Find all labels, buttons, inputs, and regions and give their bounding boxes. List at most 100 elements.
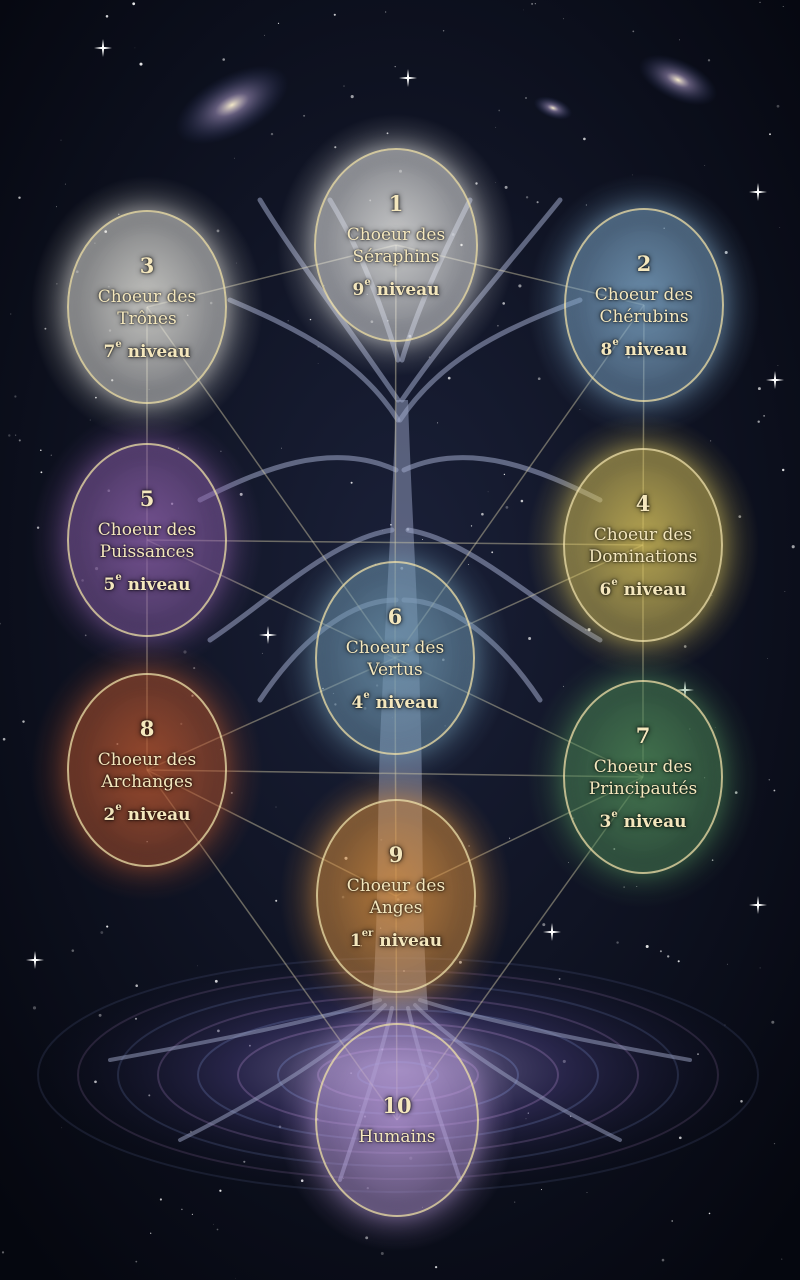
node-title-line1: Choeur des	[594, 284, 694, 305]
star	[317, 363, 319, 364]
star	[442, 30, 445, 32]
star	[447, 376, 451, 380]
star	[434, 1265, 438, 1269]
star	[150, 1232, 152, 1234]
star	[0, 622, 1, 625]
star	[394, 65, 396, 68]
level-number: 4	[351, 692, 364, 713]
node-title-line1: Choeur des	[97, 286, 197, 307]
node-title-line2: Anges	[369, 897, 423, 918]
star	[518, 284, 522, 288]
star	[632, 30, 635, 33]
star	[261, 652, 263, 654]
level-word: niveau	[624, 339, 688, 360]
node-title-line1: Humains	[358, 1126, 436, 1147]
star	[2, 737, 6, 741]
bright-star	[543, 923, 561, 941]
level-word: niveau	[623, 579, 687, 600]
star	[779, 227, 781, 228]
star	[350, 481, 353, 484]
star	[534, 3, 536, 5]
star	[343, 85, 345, 87]
star	[264, 34, 265, 36]
level-ordinal: e	[363, 689, 370, 701]
star	[8, 434, 11, 437]
level-word: niveau	[127, 804, 191, 825]
level-number: 8	[600, 339, 613, 360]
level-number: 5	[103, 574, 116, 595]
level-ordinal: e	[115, 338, 122, 350]
star	[773, 789, 776, 792]
node-title-line1: Choeur des	[345, 637, 445, 658]
star	[679, 39, 681, 41]
star	[159, 1198, 162, 1201]
star	[586, 1192, 588, 1193]
star	[757, 387, 761, 391]
node-number: 7	[635, 722, 651, 748]
level-word: niveau	[623, 811, 687, 832]
bright-star	[94, 39, 112, 57]
star	[213, 1223, 214, 1225]
node-number: 2	[636, 250, 652, 276]
level-number: 1	[349, 930, 362, 951]
star	[333, 13, 336, 16]
node-title-line2: Séraphins	[352, 246, 440, 267]
star	[528, 637, 532, 640]
node-title-line2: Principautés	[588, 778, 698, 799]
node-number: 1	[388, 190, 404, 216]
star	[514, 1201, 516, 1203]
node-title-line1: Choeur des	[593, 756, 693, 777]
star	[277, 22, 280, 25]
star	[776, 104, 780, 108]
star	[773, 1143, 776, 1145]
node-number: 6	[387, 603, 403, 629]
star	[22, 720, 25, 723]
node-title-line1: Choeur des	[346, 875, 446, 896]
node-level: 9e niveau	[352, 277, 439, 300]
node-level: 7e niveau	[103, 338, 190, 362]
star	[661, 1258, 665, 1262]
star	[784, 590, 786, 592]
star	[139, 62, 143, 66]
star	[757, 420, 760, 423]
node-number: 10	[382, 1092, 412, 1118]
star	[470, 525, 473, 527]
star	[502, 302, 506, 305]
star	[303, 114, 306, 117]
star	[523, 9, 524, 11]
star	[504, 185, 508, 189]
node-title-line1: Choeur des	[593, 524, 693, 545]
node-title-line2: Chérubins	[599, 306, 689, 327]
bright-star	[259, 626, 277, 644]
star	[659, 950, 662, 953]
star	[782, 6, 784, 8]
node-title-line2: Trônes	[117, 308, 177, 329]
star	[275, 806, 277, 808]
node-number: 8	[139, 715, 155, 741]
node-title-line1: Choeur des	[97, 749, 197, 770]
galaxy-top-right	[639, 54, 717, 106]
star	[10, 313, 12, 315]
star	[540, 1189, 543, 1191]
galaxy-small	[533, 96, 573, 120]
star	[105, 15, 109, 18]
node-level: 1er niveau	[349, 928, 442, 951]
star	[132, 2, 136, 6]
node-number: 4	[635, 490, 651, 516]
star	[781, 1258, 783, 1260]
star	[219, 1189, 222, 1192]
star	[781, 468, 785, 472]
star	[71, 949, 75, 952]
star	[216, 1228, 219, 1231]
star	[64, 183, 66, 185]
node-level: 6e niveau	[599, 577, 687, 600]
star	[275, 899, 278, 902]
star	[520, 499, 524, 503]
node-level: 8e niveau	[600, 336, 688, 360]
bright-star	[399, 69, 417, 87]
star	[1, 1251, 5, 1254]
level-ordinal: e	[612, 336, 619, 348]
